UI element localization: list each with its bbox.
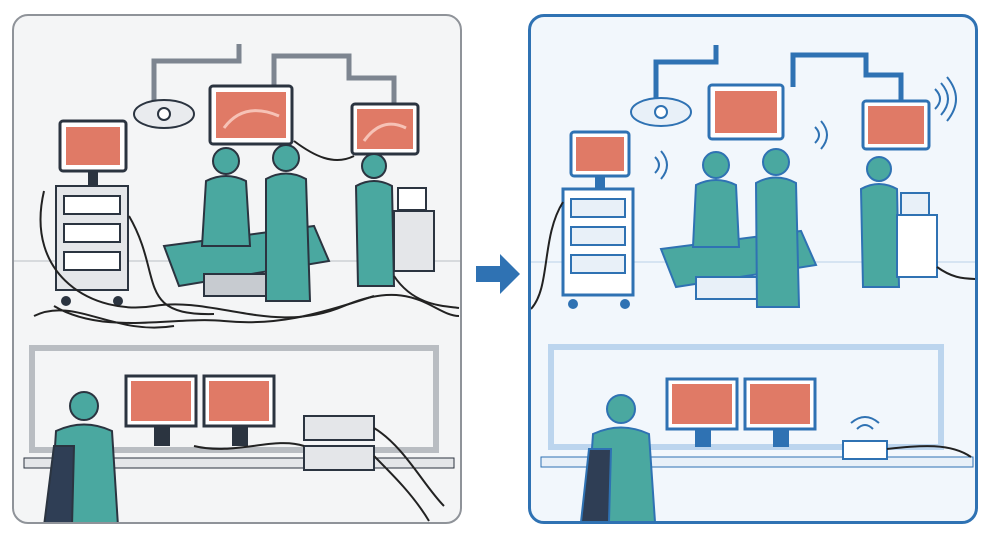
nurse-figure bbox=[859, 156, 975, 288]
ceiling-monitor-left bbox=[208, 84, 294, 146]
surgeon-figure bbox=[200, 147, 252, 247]
wifi-signal-icon bbox=[934, 76, 957, 122]
surgeon-figure bbox=[691, 151, 741, 248]
nurse-figure bbox=[354, 153, 435, 287]
equipment-tower bbox=[531, 130, 635, 310]
surgeon-figure bbox=[265, 144, 312, 302]
wireless-or-panel bbox=[528, 14, 978, 524]
control-room bbox=[540, 344, 974, 521]
wired-or-panel bbox=[12, 14, 462, 524]
tangled-cables bbox=[33, 140, 460, 329]
ceiling-monitor-left bbox=[707, 83, 785, 141]
equipment-tower bbox=[55, 119, 129, 306]
wifi-signal-icon bbox=[850, 416, 880, 430]
ceiling-boom-arm bbox=[653, 45, 904, 107]
surgeon-figure bbox=[754, 148, 801, 308]
surgical-light-icon bbox=[133, 99, 195, 129]
arrow-right-icon bbox=[476, 254, 520, 294]
surgical-light-icon bbox=[630, 97, 692, 127]
wireless-or-scene bbox=[531, 45, 975, 521]
wifi-signal-icon bbox=[654, 150, 668, 180]
ceiling-monitor-right bbox=[350, 102, 420, 156]
control-room bbox=[23, 345, 455, 522]
wifi-signal-icon bbox=[814, 120, 828, 150]
ceiling-monitor-right bbox=[861, 99, 931, 151]
ceiling-boom-arm bbox=[151, 44, 397, 116]
wired-or-scene bbox=[14, 44, 460, 522]
